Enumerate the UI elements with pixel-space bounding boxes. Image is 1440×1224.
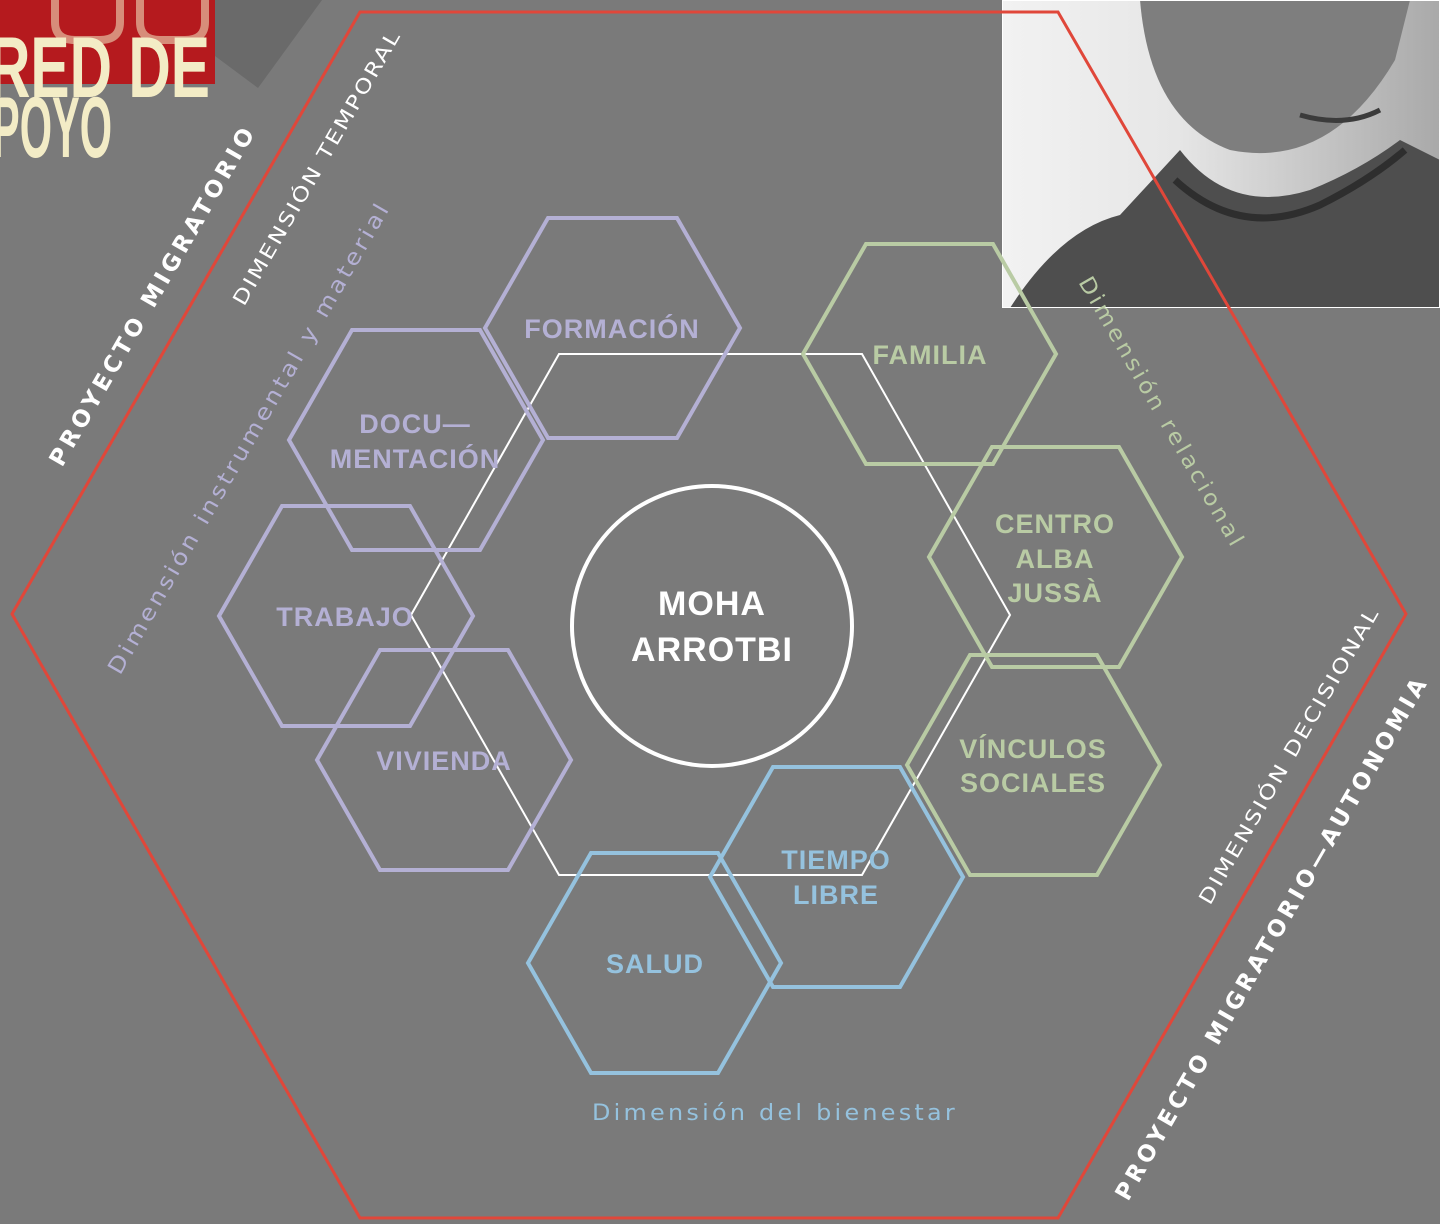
hexagon-salud xyxy=(525,851,784,1075)
center-name-line-1: MOHA xyxy=(658,585,766,623)
label-trabajo: TRABAJO xyxy=(276,602,414,632)
hexagon-vinculos xyxy=(904,653,1163,877)
title-line-1: RED DE xyxy=(0,20,210,116)
label-documentacion-1: DOCU— xyxy=(359,409,471,439)
label-centro-2: ALBA xyxy=(1016,544,1095,574)
inner-white-hexagon xyxy=(409,353,1012,876)
label-documentacion-2: MENTACIÓN xyxy=(330,443,501,474)
label-vivienda: VIVIENDA xyxy=(376,746,512,776)
hexagon-formacion xyxy=(482,216,743,440)
banner-corner-fold xyxy=(215,0,322,88)
collar-line xyxy=(1172,147,1408,222)
dimension-bienestar-label: Dimensión del bienestar xyxy=(592,1101,958,1126)
center-name-line-2: ARROTBI xyxy=(631,631,793,669)
label-centro-1: CENTRO xyxy=(995,509,1115,539)
label-centro-3: JUSSÀ xyxy=(1007,577,1102,608)
hexagon-documentacion xyxy=(286,328,546,552)
shirt-shape xyxy=(1010,140,1440,308)
label-tiempo-2: LIBRE xyxy=(793,880,879,910)
label-salud: SALUD xyxy=(606,949,704,979)
banner-letter-shape xyxy=(51,0,124,44)
label-formacion: FORMACIÓN xyxy=(524,313,699,344)
label-vinculos-2: SOCIALES xyxy=(960,768,1106,798)
center-circle xyxy=(570,484,854,768)
hexagon-centro xyxy=(926,445,1185,669)
outer-frame-hexagon xyxy=(10,10,1408,1220)
banner-letter-shape xyxy=(136,0,209,44)
face-shape xyxy=(1140,0,1410,154)
hexagon-tiempo xyxy=(707,765,966,989)
proyecto-autonomia-label: PROYECTO MIGRATORIO—AUTONOMIA xyxy=(1111,671,1435,1205)
title-line-2: POYO xyxy=(0,80,112,176)
label-tiempo-1: TIEMPO xyxy=(781,845,891,875)
label-familia: FAMILIA xyxy=(873,340,988,370)
smile-line xyxy=(1299,107,1382,123)
label-vinculos-1: VÍNCULOS xyxy=(959,733,1107,764)
dimension-decisional-label: DIMENSIÓN DECISIONAL xyxy=(1194,602,1385,908)
hexagon-vivienda xyxy=(314,648,574,872)
header-banner: RED DE POYO xyxy=(0,0,322,176)
hexagon-familia xyxy=(800,242,1059,466)
person-photo xyxy=(1002,0,1440,308)
hexagon-trabajo xyxy=(216,504,476,728)
